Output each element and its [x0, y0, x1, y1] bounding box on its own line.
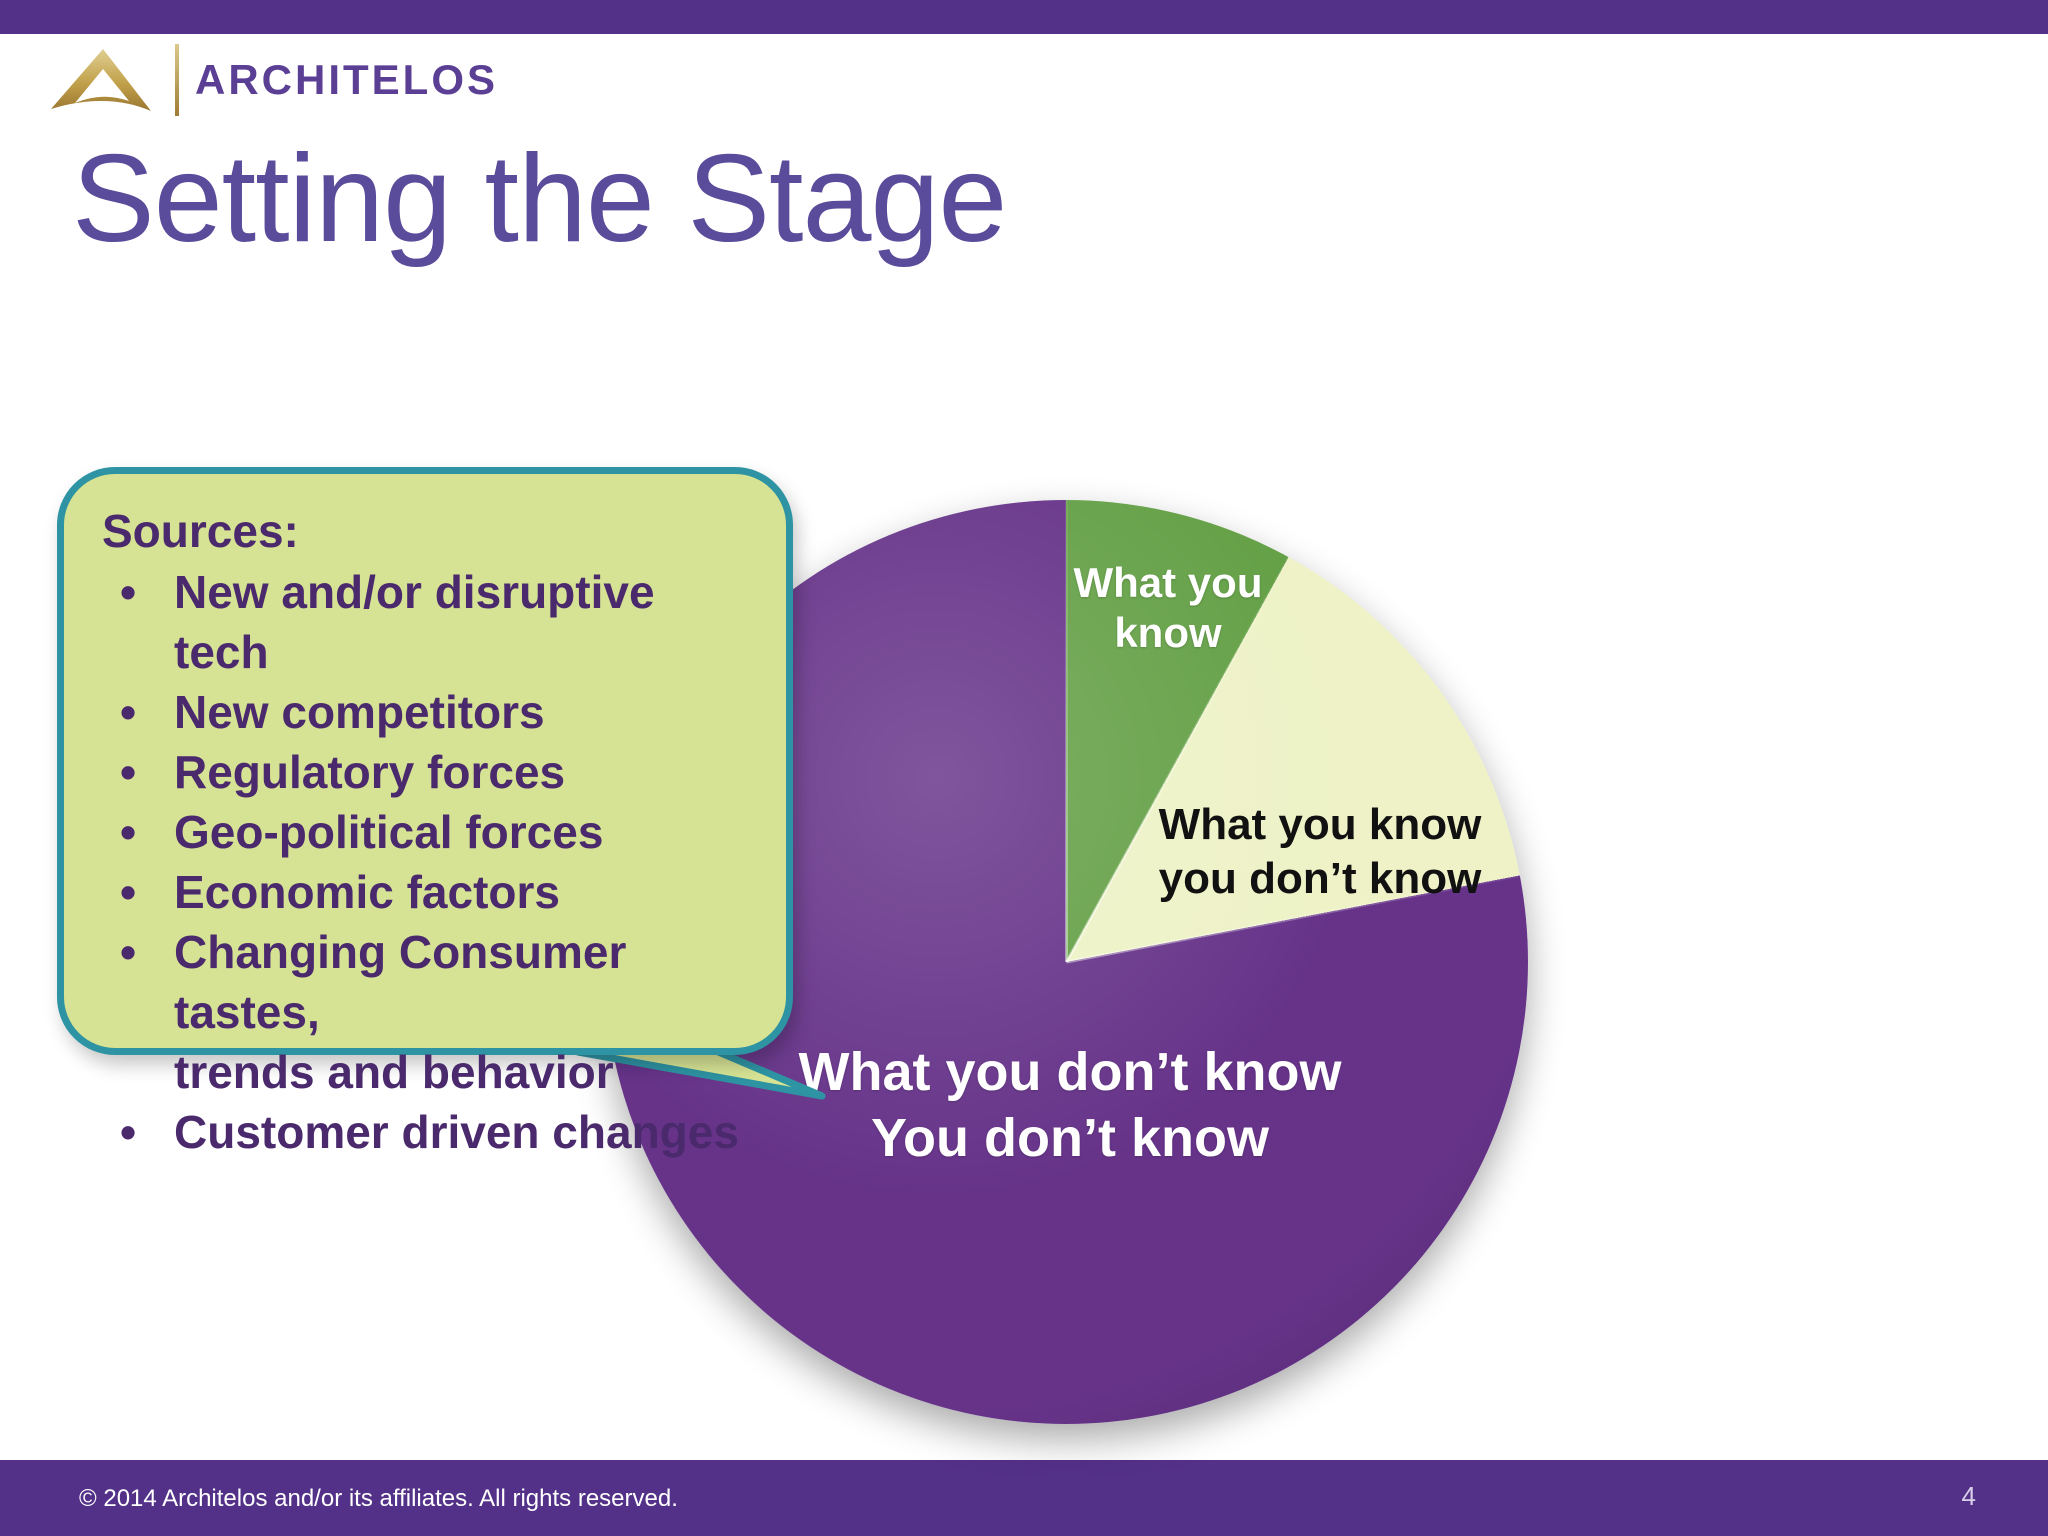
sources-callout: Sources: New and/or disruptive tech New …: [57, 467, 793, 1162]
source-item: New and/or disruptive tech: [102, 562, 756, 682]
brand-name: ARCHITELOS: [195, 56, 498, 103]
footer-bar: © 2014 Architelos and/or its affiliates.…: [0, 1460, 2048, 1536]
logo: ARCHITELOS: [45, 42, 498, 118]
page-number: 4: [1961, 1481, 1976, 1511]
source-item: Changing Consumer tastes, trends and beh…: [102, 922, 756, 1102]
top-accent-bar: [0, 0, 2048, 34]
sources-list: New and/or disruptive tech New competito…: [64, 562, 786, 1162]
source-item: New competitors: [102, 682, 756, 742]
sources-heading: Sources:: [102, 505, 299, 557]
pie-slice-label-known-unknowns: What you know you don’t know: [1158, 800, 1482, 903]
brand-separator: [175, 44, 179, 116]
source-item: Economic factors: [102, 862, 756, 922]
source-item: Geo-political forces: [102, 802, 756, 862]
brand-triangle-icon: [51, 49, 151, 111]
source-item: Customer driven changes: [102, 1102, 756, 1162]
copyright-text: © 2014 Architelos and/or its affiliates.…: [79, 1485, 678, 1512]
pie-slice-label-unknown-unknowns: What you don’t know You don’t know: [798, 1042, 1342, 1168]
source-item: Regulatory forces: [102, 742, 756, 802]
page-title: Setting the Stage: [72, 130, 1007, 268]
pie-slice-label-what-you-know: What you know: [1073, 559, 1263, 656]
